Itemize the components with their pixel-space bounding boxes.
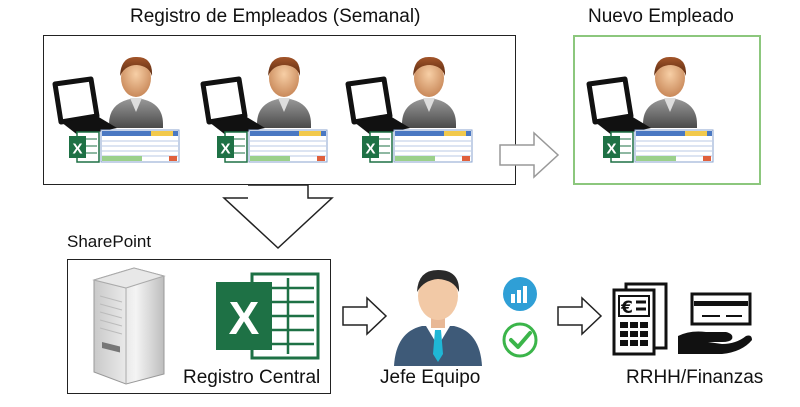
excel-icon-1: X [72, 141, 82, 158]
server-icon [92, 267, 166, 385]
team-lead-label: Jefe Equipo [380, 367, 481, 388]
new-employee-workstation: X [585, 46, 720, 171]
excel-logo-icon: X [216, 272, 320, 360]
weekly-register-title: Registro de Empleados (Semanal) [130, 6, 421, 27]
sharepoint-title: SharePoint [67, 232, 152, 251]
payroll-documents-icon: € [612, 282, 668, 356]
excel-icon-4: X [606, 141, 616, 158]
arrow-right-icon-3 [557, 296, 603, 336]
excel-icon-2: X [220, 141, 230, 158]
central-register-label: Registro Central [183, 367, 321, 388]
arrow-right-icon [499, 131, 560, 179]
employee-workstation-3: X [344, 46, 479, 171]
team-lead-avatar [394, 270, 482, 366]
new-employee-title: Nuevo Empleado [588, 6, 734, 27]
check-icon [502, 322, 538, 358]
payment-hand-icon [678, 292, 752, 354]
euro-symbol: € [620, 298, 633, 318]
excel-logo-letter: X [229, 292, 260, 344]
sharepoint-box [67, 259, 331, 394]
arrow-right-icon-2 [342, 296, 388, 336]
employee-workstation-1: X [51, 46, 186, 171]
excel-icon-3: X [365, 141, 375, 158]
arrow-down-icon [222, 184, 334, 250]
new-employee-box [573, 35, 761, 185]
hr-finance-label: RRHH/Finanzas [626, 367, 764, 388]
employee-workstation-2: X [199, 46, 334, 171]
chart-icon [503, 277, 537, 311]
